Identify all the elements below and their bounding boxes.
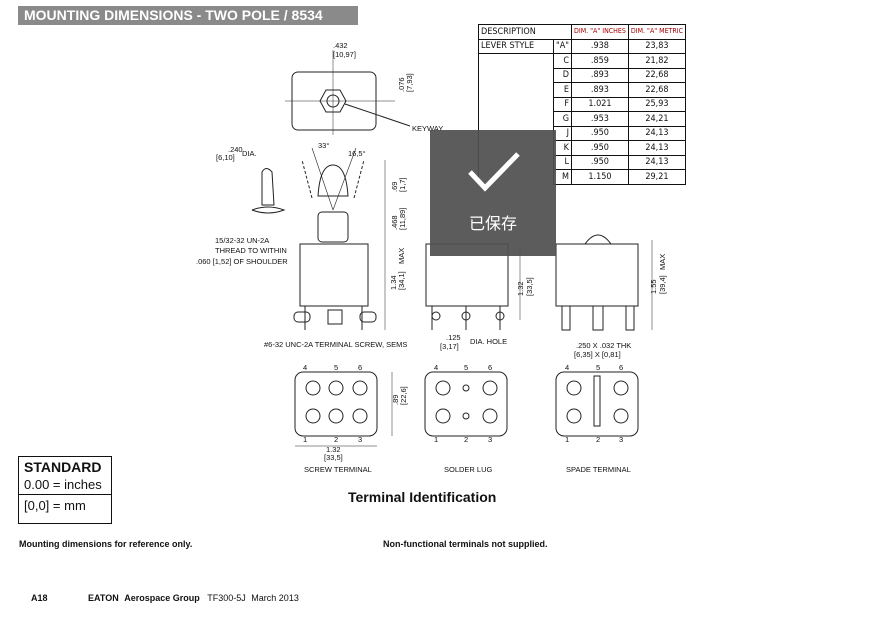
empty-cell — [478, 68, 554, 83]
dim-label-d132: 1.32 — [516, 281, 525, 296]
standard-mm: [0,0] = mm — [24, 498, 86, 513]
dim-label-d226: [22,6] — [399, 386, 408, 405]
standard-inches: 0.00 = inches — [19, 477, 111, 495]
empty-cell — [478, 82, 554, 97]
pin-label: 1 — [565, 435, 569, 444]
dim-label-thk2: [6,35] X [0,81] — [574, 350, 621, 359]
dim-label-max: MAX — [397, 248, 406, 264]
lever-style-label: LEVER STYLE — [478, 38, 554, 54]
dim-label-d341: [34,1] — [397, 271, 406, 290]
saved-text: 已保存 — [468, 216, 517, 233]
pin-label: 5 — [596, 363, 600, 372]
dim-label-d69: .69 — [390, 182, 399, 192]
empty-cell — [478, 97, 554, 112]
dim-label-d125: .125 — [446, 333, 461, 342]
metric-cell: 24,13 — [627, 125, 687, 141]
dim-label-thread3: .060 [1,52] OF SHOULDER — [196, 257, 288, 266]
metric-cell: 29,21 — [627, 169, 687, 185]
dim-label-d155: 1.55 — [649, 279, 658, 294]
pin-label: 4 — [303, 363, 307, 372]
dim-label-thread2: THREAD TO WITHIN — [215, 246, 287, 255]
dim-label-screw_terminal: SCREW TERMINAL — [304, 465, 372, 474]
dim-label-a165: 16,5° — [348, 149, 366, 158]
dim-label-d610: [6,10] — [216, 153, 235, 162]
pin-label: 6 — [358, 363, 362, 372]
page-number: A18 — [31, 593, 48, 603]
dim-label-solder_lug: SOLDER LUG — [444, 465, 493, 474]
dim-label-d240: .240 — [228, 145, 243, 154]
dim-label-d317: [3,17] — [440, 342, 459, 351]
dim-label-thk1: .250 X .032 THK — [576, 341, 631, 350]
page-header: MOUNTING DIMENSIONS - TWO POLE / 8534 — [18, 6, 358, 25]
dim-label-d335: [33,5] — [525, 277, 534, 296]
style-cell: C — [553, 53, 572, 69]
empty-cell — [478, 53, 554, 68]
pin-label: 2 — [596, 435, 600, 444]
dim-label-d17: [1,7] — [398, 177, 407, 192]
date: March 2013 — [251, 593, 299, 603]
style-cell: L — [553, 154, 572, 170]
dim-label-w335: [33,5] — [324, 453, 343, 462]
standard-title: STANDARD — [24, 459, 102, 475]
group: Aerospace Group — [124, 593, 200, 603]
note-right: Non-functional terminals not supplied. — [383, 539, 548, 549]
pin-label: 3 — [488, 435, 492, 444]
dim-label-d1189: [11,89] — [398, 208, 407, 230]
inches-cell: .950 — [570, 140, 629, 156]
dim-label-d394: [39,4] — [658, 275, 667, 294]
pin-label: 6 — [488, 363, 492, 372]
dim-label-diahole: DIA. HOLE — [470, 337, 507, 346]
spade-terminal-view — [555, 371, 639, 437]
pin-label: 2 — [464, 435, 468, 444]
dim-label-max: MAX — [658, 254, 667, 270]
pin-label: 4 — [565, 363, 569, 372]
style-cell: M — [553, 169, 572, 185]
dim-label-dia: DIA. — [242, 149, 257, 158]
dim-label-d432: .432 — [333, 41, 348, 50]
terminal-identification-title: Terminal Identification — [348, 489, 497, 505]
dim-label-d89: .89 — [391, 395, 400, 405]
screw-terminal-view — [294, 371, 378, 437]
standard-legend: STANDARD 0.00 = inches [0,0] = mm — [18, 456, 112, 524]
pin-label: 1 — [303, 435, 307, 444]
dim-label-d134: 1.34 — [389, 275, 398, 290]
dim-label-d468: .468 — [390, 215, 399, 230]
dim-label-thread1: 15/32-32 UN-2A — [215, 236, 269, 245]
metric-cell: 24,13 — [627, 140, 687, 156]
pin-label: 3 — [619, 435, 623, 444]
dim-label-screw: #6-32 UNC-2A TERMINAL SCREW, SEMS — [264, 340, 407, 349]
pin-label: 6 — [619, 363, 623, 372]
solder-lug-view — [424, 371, 508, 437]
pin-label: 2 — [334, 435, 338, 444]
dim-label-spade_terminal: SPADE TERMINAL — [566, 465, 631, 474]
metric-cell: 24,13 — [627, 154, 687, 170]
dim-label-d1097: [10,97] — [333, 50, 356, 59]
dim-label-keyway: KEYWAY — [412, 124, 443, 133]
dim-label-d076: .076 — [397, 77, 406, 92]
dim-label-a33: 33° — [318, 141, 329, 150]
saved-toast: 已保存 — [430, 130, 556, 256]
pin-label: 5 — [334, 363, 338, 372]
dim-label-d793: [7,93] — [405, 73, 414, 92]
empty-cell — [478, 111, 554, 126]
footer: A18 EATON Aerospace Group TF300-5J March… — [31, 593, 299, 603]
pin-label: 1 — [434, 435, 438, 444]
dim-label-w132: 1.32 — [326, 445, 341, 454]
checkmark-icon — [468, 152, 520, 192]
pin-label: 4 — [434, 363, 438, 372]
brand: EATON — [88, 593, 119, 603]
pin-label: 5 — [464, 363, 468, 372]
pin-label: 3 — [358, 435, 362, 444]
doc-number: TF300-5J — [207, 593, 246, 603]
note-left: Mounting dimensions for reference only. — [19, 539, 193, 549]
